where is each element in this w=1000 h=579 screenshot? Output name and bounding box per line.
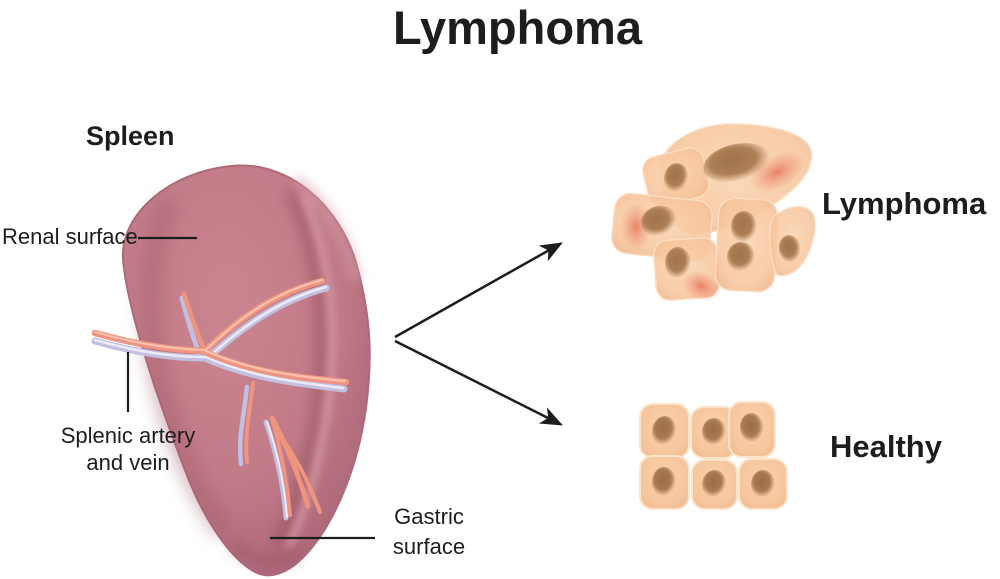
lymphoma-cells-label: Lymphoma <box>822 186 987 221</box>
renal-surface-label: Renal surface <box>2 224 138 249</box>
arrow-to-lymphoma <box>394 242 563 339</box>
gastric-surface-label: Gastric surface <box>392 504 466 559</box>
inflamed-patches <box>621 151 805 302</box>
splenic-vein <box>91 284 348 521</box>
lymphoma-cells-illustration <box>610 123 816 302</box>
arrow-to-healthy <box>394 339 564 426</box>
annotation-pointer-lines <box>126 236 375 540</box>
healthy-nuclei <box>651 413 775 498</box>
spleen-label: Spleen <box>86 121 175 151</box>
splenic-vessels-label: Splenic artery and vein <box>60 423 196 475</box>
splenic-artery <box>91 277 350 517</box>
spleen-illustration <box>91 164 371 577</box>
lymphoma-nuclei <box>641 143 802 279</box>
healthy-cells-illustration <box>639 401 788 510</box>
diagram-title: Lymphoma <box>393 1 642 54</box>
healthy-cells-label: Healthy <box>830 429 942 464</box>
arrows <box>394 242 564 426</box>
